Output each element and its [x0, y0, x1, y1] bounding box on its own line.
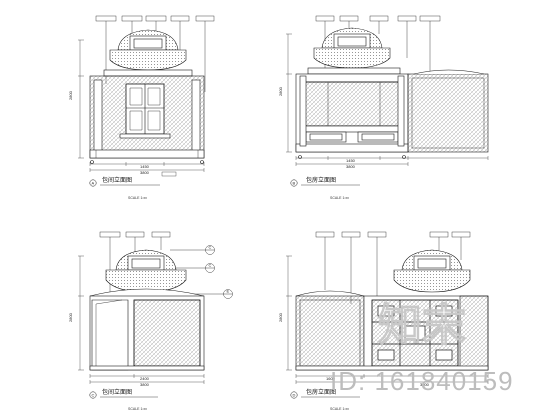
doorway — [91, 299, 129, 371]
callout-tags — [99, 231, 233, 299]
svg-text:2800: 2800 — [68, 312, 73, 322]
dimension-lines — [78, 39, 205, 177]
svg-text:C: C — [209, 245, 212, 250]
elevation-panel-c: C C E 2800 2400 3800 C 包间立面图 SCALE 1:xx — [68, 231, 233, 411]
callout-tags — [315, 231, 471, 304]
elevation-panel-d: 2800 1600 3800 D 包房立面图 SCALE 1:xx — [278, 231, 489, 411]
watermark-logo: 知末 — [378, 300, 466, 351]
callout-tags — [95, 15, 215, 92]
svg-text:C: C — [209, 263, 212, 268]
panel-a-scale: SCALE 1:xx — [128, 196, 147, 200]
svg-text:1450: 1450 — [140, 164, 150, 169]
svg-text:2800: 2800 — [278, 86, 283, 96]
dimension-lines — [78, 255, 205, 384]
svg-text:1450: 1450 — [346, 158, 356, 163]
elevation-panel-a: 2800 1450 3800 A 包间立面图 SCALE 1:xx — [68, 15, 215, 200]
svg-text:B: B — [293, 181, 296, 186]
svg-text:2400: 2400 — [140, 376, 150, 381]
svg-text:A: A — [92, 181, 95, 186]
panel-c-title: 包间立面图 — [102, 388, 132, 396]
panel-c-scale: SCALE 1:xx — [128, 407, 147, 411]
svg-text:3800: 3800 — [420, 382, 430, 387]
svg-text:3800: 3800 — [140, 170, 150, 175]
svg-text:C: C — [92, 393, 95, 398]
svg-text:E: E — [227, 289, 230, 294]
watermark: 知末 ID: 161840159 — [330, 299, 514, 396]
dimension-lines — [286, 255, 489, 384]
svg-text:D: D — [293, 393, 296, 398]
wall-body — [295, 295, 365, 371]
panel-b-title: 包房立面图 — [306, 176, 336, 184]
svg-text:3800: 3800 — [140, 382, 150, 387]
elevation-panel-b: 2800 1450 3800 B 包房立面图 SCALE 1:xx — [278, 15, 489, 200]
panel-a-title: 包间立面图 — [102, 176, 132, 184]
svg-text:2800: 2800 — [278, 312, 283, 322]
lattice-screen — [371, 299, 459, 367]
watermark-id: ID: 161840159 — [330, 366, 514, 396]
svg-text:1600: 1600 — [326, 376, 336, 381]
svg-text:2800: 2800 — [68, 90, 73, 100]
svg-text:3800: 3800 — [346, 164, 356, 169]
panel-d-scale: SCALE 1:xx — [330, 407, 349, 411]
panel-b-scale: SCALE 1:xx — [330, 196, 349, 200]
panel-d-title: 包房立面图 — [306, 388, 336, 396]
dimension-lines — [286, 33, 489, 166]
